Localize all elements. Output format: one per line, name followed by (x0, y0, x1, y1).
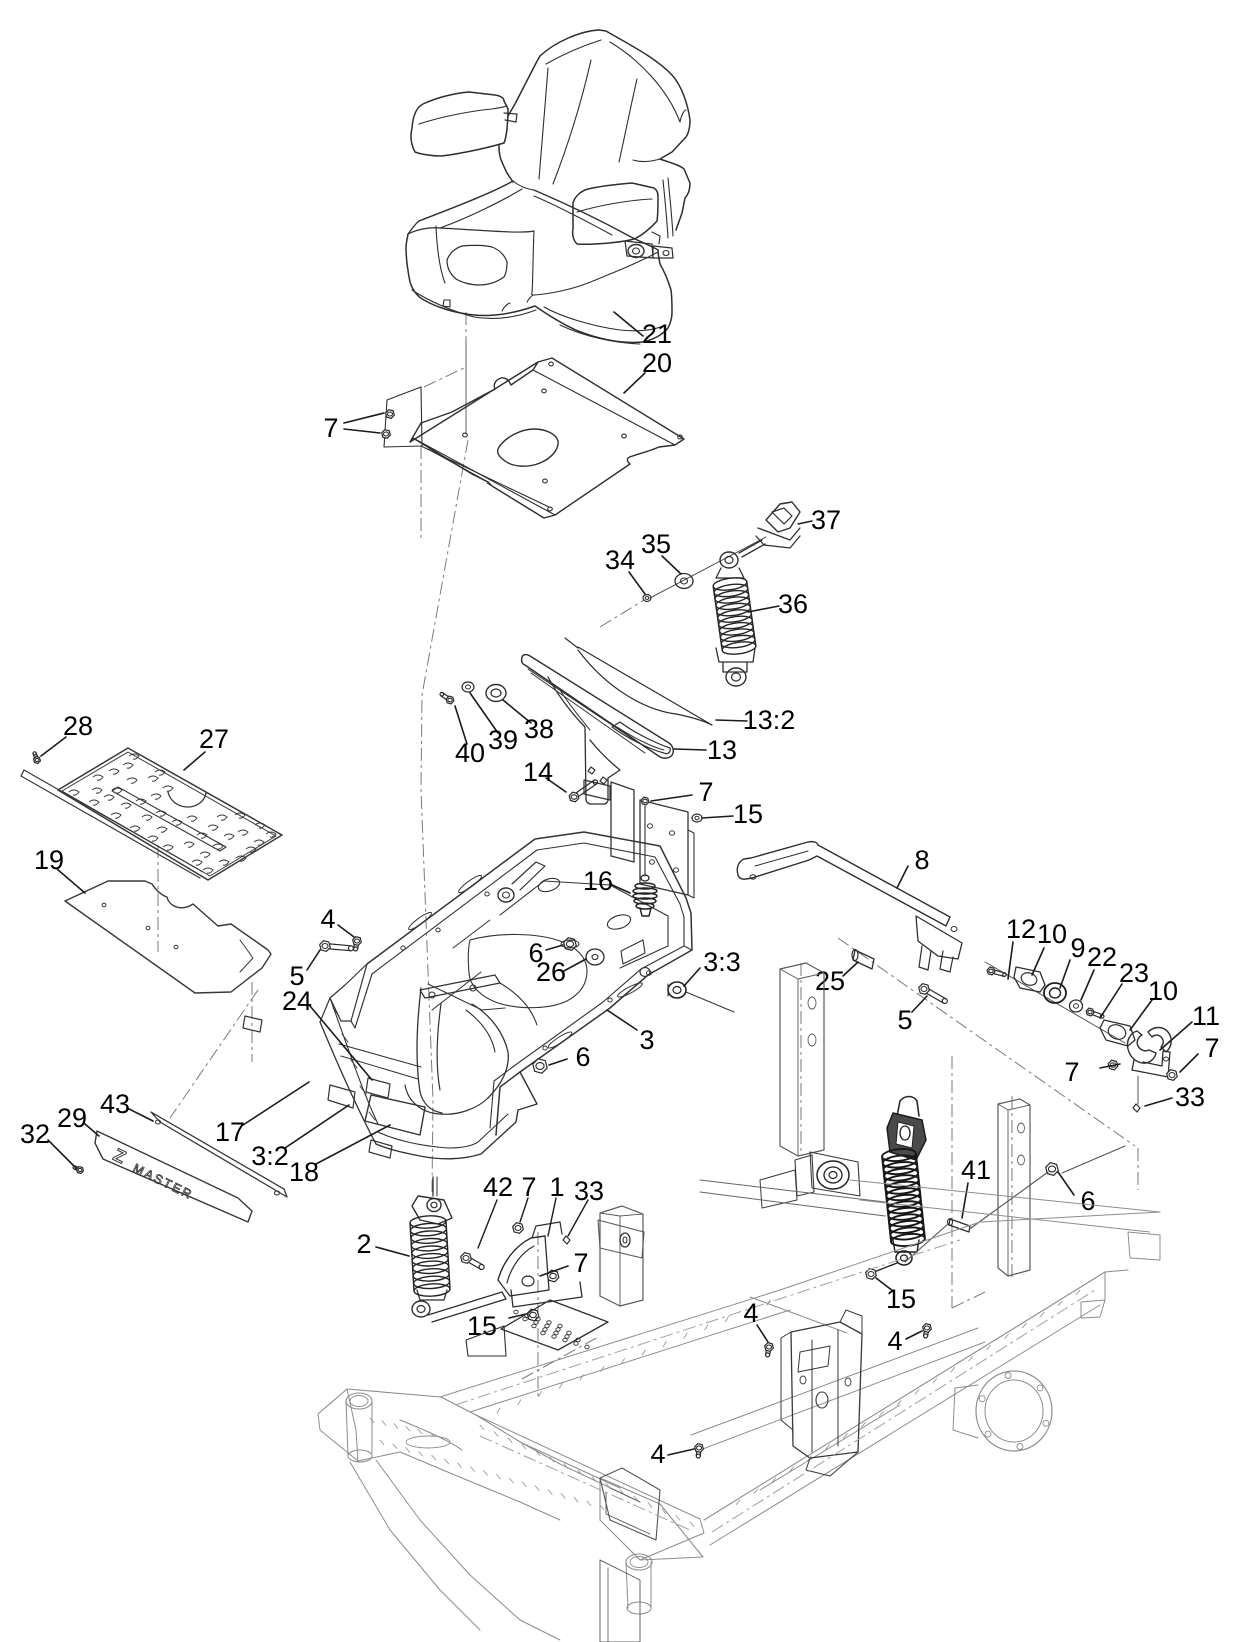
svg-text:29: 29 (57, 1103, 87, 1133)
svg-text:13: 13 (707, 735, 737, 765)
svg-text:9: 9 (1070, 933, 1085, 963)
svg-text:2: 2 (356, 1229, 371, 1259)
svg-text:36: 36 (778, 589, 808, 619)
svg-text:7: 7 (1204, 1033, 1219, 1063)
svg-text:18: 18 (289, 1157, 319, 1187)
svg-text:8: 8 (914, 845, 929, 875)
svg-text:4: 4 (320, 904, 335, 934)
svg-text:42: 42 (483, 1172, 513, 1202)
svg-text:19: 19 (34, 845, 64, 875)
svg-text:17: 17 (215, 1117, 245, 1147)
svg-text:32: 32 (20, 1119, 50, 1149)
svg-text:28: 28 (63, 711, 93, 741)
svg-text:7: 7 (1064, 1057, 1079, 1087)
svg-text:20: 20 (642, 348, 672, 378)
svg-text:37: 37 (811, 505, 841, 535)
svg-text:11: 11 (1192, 1001, 1220, 1031)
svg-text:10: 10 (1148, 976, 1178, 1006)
svg-text:16: 16 (583, 866, 613, 896)
svg-text:27: 27 (199, 724, 229, 754)
svg-text:4: 4 (650, 1439, 665, 1469)
svg-text:43: 43 (100, 1089, 130, 1119)
svg-text:33: 33 (574, 1176, 604, 1206)
svg-text:15: 15 (467, 1311, 497, 1341)
svg-text:6: 6 (1080, 1186, 1095, 1216)
svg-text:6: 6 (575, 1042, 590, 1072)
svg-text:1: 1 (549, 1172, 564, 1202)
svg-text:41: 41 (961, 1155, 991, 1185)
svg-text:35: 35 (641, 529, 671, 559)
svg-text:7: 7 (698, 777, 713, 807)
svg-text:40: 40 (455, 738, 485, 768)
svg-text:6: 6 (528, 938, 543, 968)
svg-text:5: 5 (897, 1005, 912, 1035)
svg-text:38: 38 (524, 714, 554, 744)
svg-text:34: 34 (605, 545, 635, 575)
svg-text:13:2: 13:2 (743, 705, 796, 735)
svg-text:22: 22 (1087, 942, 1117, 972)
svg-text:12: 12 (1006, 914, 1036, 944)
svg-text:4: 4 (887, 1326, 902, 1356)
svg-text:23: 23 (1119, 958, 1149, 988)
svg-text:21: 21 (642, 319, 672, 349)
svg-text:33: 33 (1175, 1082, 1205, 1112)
svg-text:3:2: 3:2 (251, 1141, 289, 1171)
svg-text:15: 15 (886, 1284, 916, 1314)
svg-text:4: 4 (743, 1298, 758, 1328)
svg-text:14: 14 (523, 757, 553, 787)
svg-text:5: 5 (289, 961, 304, 991)
svg-text:3:3: 3:3 (703, 947, 741, 977)
svg-text:10: 10 (1037, 919, 1067, 949)
svg-text:7: 7 (521, 1172, 536, 1202)
svg-text:39: 39 (488, 725, 518, 755)
svg-text:24: 24 (282, 986, 312, 1016)
svg-text:26: 26 (536, 957, 566, 987)
svg-text:3: 3 (639, 1025, 654, 1055)
svg-text:7: 7 (573, 1248, 588, 1278)
svg-text:15: 15 (733, 799, 763, 829)
svg-text:7: 7 (323, 413, 338, 443)
